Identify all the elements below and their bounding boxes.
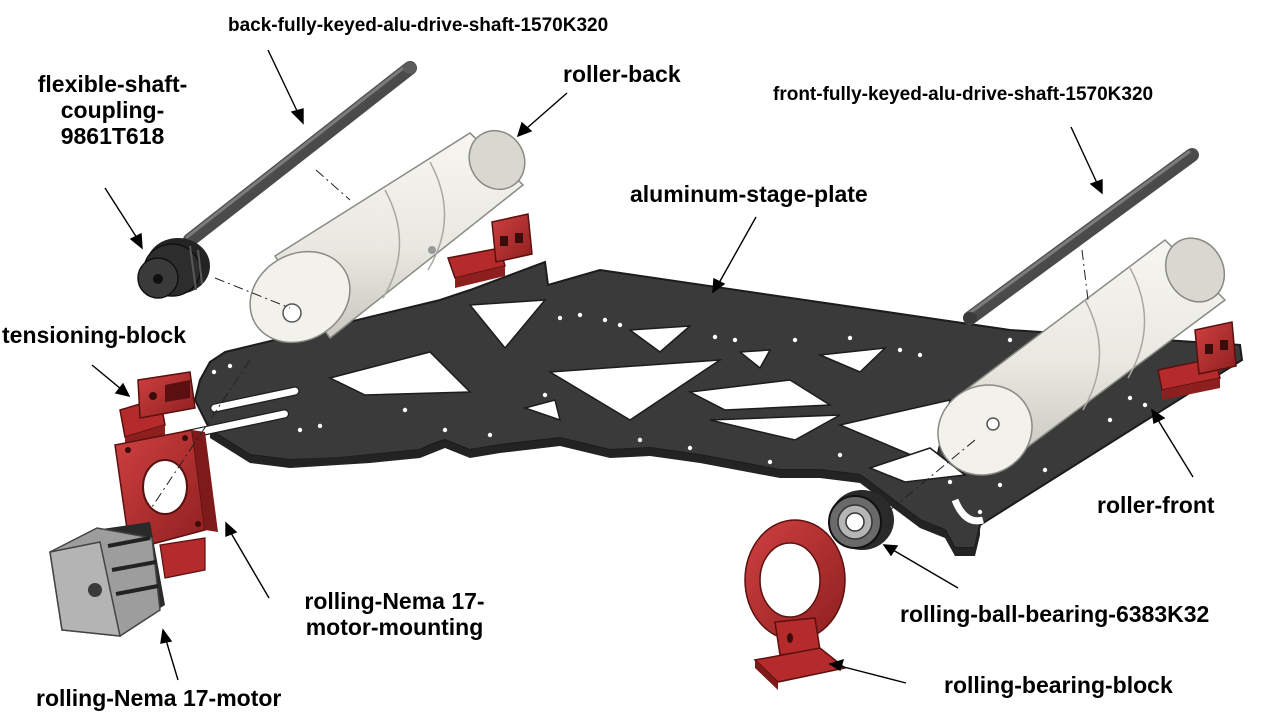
leader-arrows xyxy=(91,49,1194,684)
motor-mounting-part xyxy=(114,429,218,579)
roller-front-part xyxy=(937,237,1227,476)
label-stage-plate: aluminum-stage-plate xyxy=(630,181,868,207)
flexible-shaft-coupling-part xyxy=(137,238,210,299)
label-ball-bearing: rolling-ball-bearing-6383K32 xyxy=(900,601,1210,627)
aluminum-stage-plate-part xyxy=(180,260,1244,556)
nema17-motor-part xyxy=(49,522,165,637)
label-bearing-block: rolling-bearing-block xyxy=(944,672,1173,698)
roller-back-part xyxy=(249,129,526,344)
label-roller-front: roller-front xyxy=(1097,492,1215,518)
label-flexible-coupling: flexible-shaft- coupling- 9861T618 xyxy=(37,71,188,149)
centerlines xyxy=(149,169,1089,511)
front-roller-bracket xyxy=(1157,321,1237,400)
label-back-drive-shaft: back-fully-keyed-alu-drive-shaft-1570K32… xyxy=(228,15,609,36)
ball-bearing-part xyxy=(828,490,894,550)
back-roller-bracket xyxy=(447,213,533,288)
bearing-block-part xyxy=(744,519,847,690)
back-drive-shaft-part xyxy=(183,61,417,247)
front-drive-shaft-part xyxy=(963,148,1199,325)
label-roller-back: roller-back xyxy=(563,61,681,87)
label-motor-mounting: rolling-Nema 17- motor-mounting xyxy=(304,588,485,640)
label-motor: rolling-Nema 17-motor xyxy=(36,685,282,711)
label-front-drive-shaft: front-fully-keyed-alu-drive-shaft-1570K3… xyxy=(773,84,1154,105)
label-tensioning-block: tensioning-block xyxy=(2,322,186,348)
